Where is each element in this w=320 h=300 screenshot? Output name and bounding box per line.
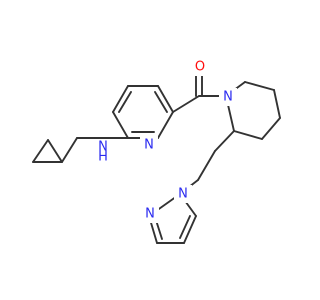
pyrazole-n2-text: N (145, 207, 155, 222)
bond (61, 137, 78, 163)
bond (214, 130, 235, 152)
amine-nh-label: N H (94, 139, 112, 165)
bond (154, 91, 168, 113)
amine-h-text: H (98, 150, 108, 165)
bond (179, 215, 191, 239)
bond (197, 150, 216, 181)
bond (261, 117, 281, 140)
pyrazole-n2-label: N (141, 205, 159, 223)
pyrazole-n1-text: N (178, 187, 188, 202)
bond (112, 85, 129, 113)
piperidine-n-label: N (219, 88, 237, 106)
bond (112, 111, 129, 139)
bond (273, 89, 281, 119)
bond (32, 139, 49, 163)
bond (183, 215, 197, 244)
amine-n-text: N (98, 140, 108, 155)
bond (157, 111, 174, 139)
bond (157, 85, 174, 113)
carbonyl-o-text: O (195, 60, 205, 75)
pyrazole-n1-label: N (174, 185, 192, 203)
bond (244, 81, 275, 91)
molecule-structure: N H N O N N N (32, 58, 281, 244)
piperidine-n-text: N (223, 90, 233, 105)
pyridine-n-label: N (140, 136, 158, 154)
pyridine-n-text: N (144, 138, 154, 153)
carbonyl-o-label: O (191, 58, 209, 76)
bond (118, 91, 132, 113)
bond (172, 95, 200, 113)
bond (233, 130, 263, 140)
bond (47, 139, 63, 163)
